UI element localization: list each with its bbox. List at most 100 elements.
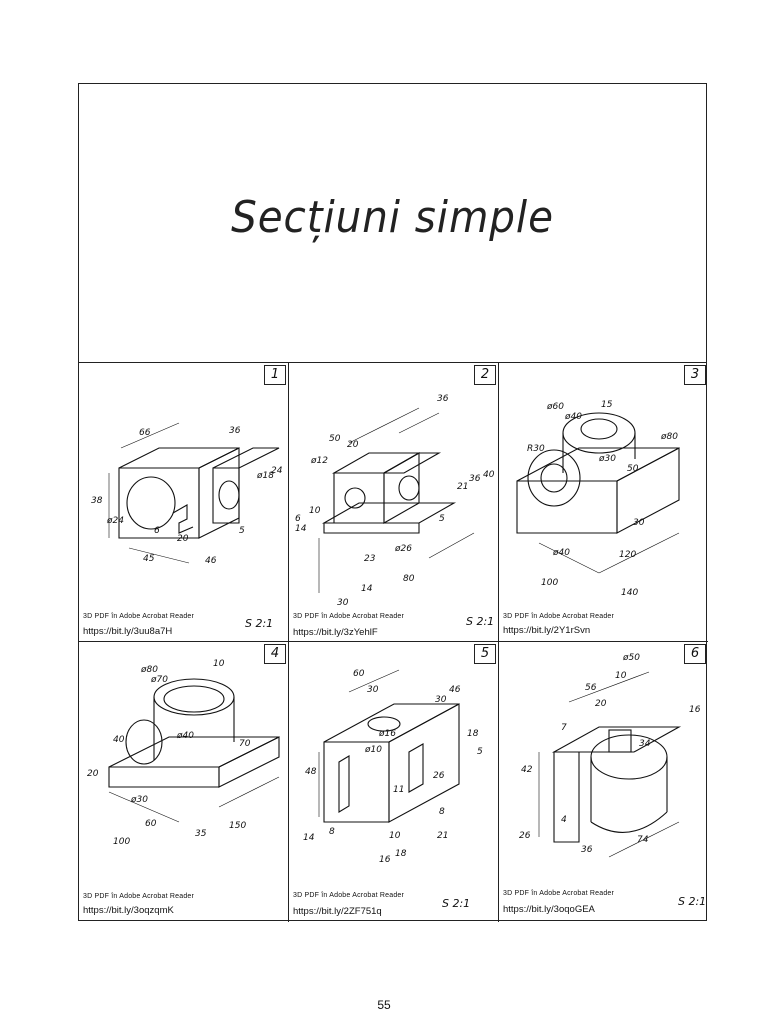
dimension-label: 35 bbox=[195, 829, 207, 839]
dimension-label: 56 bbox=[585, 683, 597, 693]
dimension-label: 8 bbox=[439, 807, 445, 817]
dimension-label: 16 bbox=[379, 855, 391, 865]
dimension-label: 100 bbox=[113, 837, 130, 847]
dimension-label: 36 bbox=[229, 426, 241, 436]
dimension-label: ø40 bbox=[564, 412, 582, 422]
dimension-label: ø60 bbox=[546, 402, 564, 412]
dimension-label: 46 bbox=[449, 685, 461, 695]
isometric-drawing-4: ø80 ø70 10 40 ø40 70 20 ø30 60 35 150 10… bbox=[87, 659, 280, 847]
panel-3: ø60 ø40 15 R30 ø30 ø80 50 30 120 ø40 100… bbox=[499, 363, 708, 642]
dimension-label: 34 bbox=[639, 739, 651, 749]
panel-number: 3 bbox=[684, 365, 706, 385]
scale-label: S 2:1 bbox=[245, 617, 274, 630]
dimension-label: ø16 bbox=[378, 729, 396, 739]
dimension-label: 23 bbox=[364, 554, 376, 564]
dimension-label: ø80 bbox=[660, 432, 678, 442]
dimension-label: 30 bbox=[633, 518, 645, 528]
pdf-note: 3D PDF în Adobe Acrobat Reader bbox=[293, 613, 405, 620]
panel-4: ø80 ø70 10 40 ø40 70 20 ø30 60 35 150 10… bbox=[79, 642, 289, 922]
isometric-drawing-1: 66 36 38 ø24 ø18 24 6 20 45 46 5 bbox=[91, 422, 283, 566]
dimension-label: ø18 bbox=[256, 471, 274, 481]
dimension-label: 14 bbox=[303, 833, 315, 843]
dimension-label: 7 bbox=[561, 723, 567, 733]
dimension-label: 18 bbox=[395, 849, 407, 859]
dimension-label: 120 bbox=[619, 550, 636, 560]
dimension-label: ø30 bbox=[598, 454, 616, 464]
panel-5: 60 30 46 30 ø16 ø10 18 5 48 26 11 8 14 8… bbox=[289, 642, 499, 922]
dimension-label: 70 bbox=[239, 739, 251, 749]
dimension-label: 6 bbox=[295, 514, 301, 524]
pdf-note: 3D PDF în Adobe Acrobat Reader bbox=[293, 892, 405, 899]
dimension-label: ø10 bbox=[364, 745, 382, 755]
page-number: 55 bbox=[377, 998, 391, 1012]
dimension-label: 14 bbox=[295, 524, 307, 534]
dimension-label: 4 bbox=[561, 815, 567, 825]
dimension-label: 24 bbox=[271, 466, 283, 476]
dimension-label: 11 bbox=[393, 785, 404, 795]
dimension-label: 14 bbox=[361, 584, 373, 594]
dimension-label: 5 bbox=[239, 526, 245, 536]
dimension-label: ø40 bbox=[176, 731, 194, 741]
pdf-note: 3D PDF în Adobe Acrobat Reader bbox=[503, 890, 615, 897]
title-box: Secțiuni simple bbox=[79, 84, 706, 363]
dimension-label: 26 bbox=[433, 771, 445, 781]
dimension-label: 48 bbox=[305, 767, 317, 777]
dimension-label: 10 bbox=[213, 659, 225, 669]
dimension-label: 20 bbox=[595, 699, 607, 709]
model-link[interactable]: https://bit.ly/2Y1rSvn bbox=[503, 625, 591, 636]
model-link[interactable]: https://bit.ly/3uu8a7H bbox=[83, 626, 173, 637]
dimension-label: 10 bbox=[615, 671, 627, 681]
dimension-label: 15 bbox=[601, 400, 613, 410]
dimension-label: 40 bbox=[483, 470, 495, 480]
model-link[interactable]: https://bit.ly/3oqoGEA bbox=[503, 904, 595, 915]
dimension-label: 5 bbox=[439, 514, 445, 524]
panel-2: 36 50 20 ø12 10 6 14 21 36 40 5 ø26 23 1… bbox=[289, 363, 499, 642]
dimension-label: 36 bbox=[469, 474, 481, 484]
pdf-note: 3D PDF în Adobe Acrobat Reader bbox=[83, 613, 195, 620]
panel-number: 4 bbox=[264, 644, 286, 664]
panel-number: 5 bbox=[474, 644, 496, 664]
dimension-label: 30 bbox=[435, 695, 447, 705]
dimension-label: 46 bbox=[205, 556, 217, 566]
dimension-label: 21 bbox=[457, 482, 468, 492]
dimension-label: ø26 bbox=[394, 544, 412, 554]
dimension-label: 8 bbox=[329, 827, 335, 837]
dimension-label: 80 bbox=[403, 574, 415, 584]
dimension-label: 100 bbox=[541, 578, 558, 588]
dimension-label: ø50 bbox=[622, 653, 640, 663]
model-link[interactable]: https://bit.ly/3zYehlF bbox=[293, 627, 378, 638]
dimension-label: 6 bbox=[154, 526, 160, 536]
dimension-label: 30 bbox=[367, 685, 379, 695]
isometric-drawing-6: ø50 10 56 20 16 7 42 34 26 4 36 74 bbox=[519, 653, 701, 858]
dimension-label: ø24 bbox=[106, 516, 124, 526]
drawing-sheet: Secțiuni simple 66 36 38 ø24 ø18 24 bbox=[78, 83, 708, 922]
dimension-label: 40 bbox=[113, 735, 125, 745]
dimension-label: 50 bbox=[627, 464, 639, 474]
dimension-label: ø80 bbox=[140, 665, 158, 675]
model-link[interactable]: https://bit.ly/2ZF751q bbox=[293, 906, 382, 917]
panel-number: 2 bbox=[474, 365, 496, 385]
page-title: Secțiuni simple bbox=[231, 192, 554, 243]
dimension-label: 50 bbox=[329, 434, 341, 444]
dimension-label: 42 bbox=[521, 765, 533, 775]
dimension-label: 74 bbox=[637, 835, 649, 845]
dimension-label: ø30 bbox=[130, 795, 148, 805]
isometric-drawing-2: 36 50 20 ø12 10 6 14 21 36 40 5 ø26 23 1… bbox=[295, 394, 495, 608]
dimension-label: 18 bbox=[467, 729, 479, 739]
dimension-label: 16 bbox=[689, 705, 701, 715]
dimension-label: 60 bbox=[353, 669, 365, 679]
model-link[interactable]: https://bit.ly/3oqzqmK bbox=[83, 905, 174, 916]
dimension-label: 150 bbox=[229, 821, 246, 831]
dimension-label: ø40 bbox=[552, 548, 570, 558]
dimension-label: 20 bbox=[87, 769, 99, 779]
dimension-label: 38 bbox=[91, 496, 103, 506]
dimension-label: 140 bbox=[621, 588, 638, 598]
dimension-label: 36 bbox=[437, 394, 449, 404]
panel-number: 6 bbox=[684, 644, 706, 664]
dimension-label: 20 bbox=[177, 534, 189, 544]
dimension-label: 36 bbox=[581, 845, 593, 855]
dimension-label: 66 bbox=[139, 428, 151, 438]
dimension-label: 45 bbox=[143, 554, 155, 564]
dimension-label: 26 bbox=[519, 831, 531, 841]
pdf-note: 3D PDF în Adobe Acrobat Reader bbox=[83, 893, 195, 900]
